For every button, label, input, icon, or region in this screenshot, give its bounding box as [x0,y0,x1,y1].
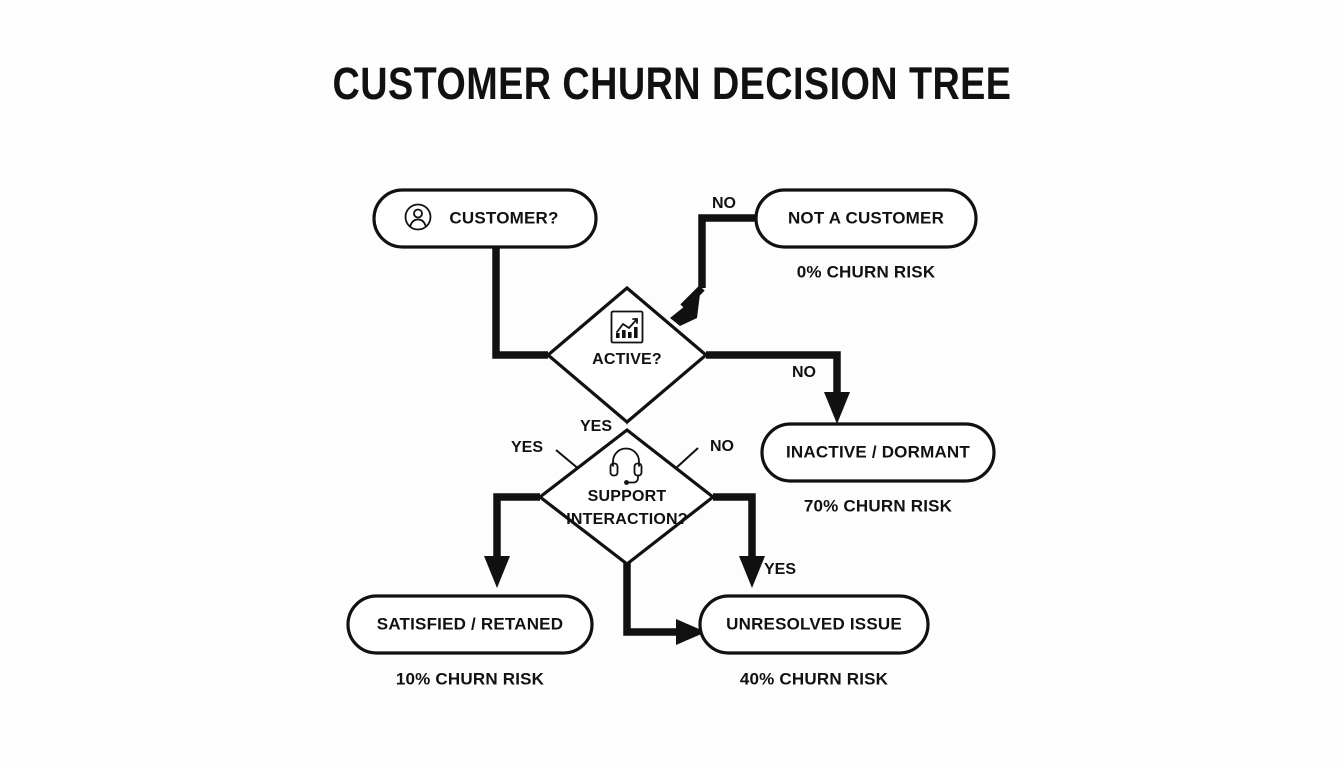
node-not-a-customer-shape [754,188,978,249]
edge-customer-to-active [492,246,548,359]
risk-label-unresolved-issue: 40% CHURN RISK [740,669,889,688]
arrowhead-notcustomer-to-active [670,294,700,326]
edge-label-support-no-right: NO [710,438,734,455]
node-unresolved-issue-label: UNRESOLVED ISSUE [726,614,902,633]
leader-line-support-yes [555,449,581,471]
risk-label-not-a-customer: 0% CHURN RISK [797,262,936,281]
node-active-label: ACTIVE? [592,351,662,368]
node-satisfied-retained-label: SATISFIED / RETANED [377,614,563,633]
edge-label-support-yes-bottom: YES [764,561,796,578]
edge-notcustomer-to-active [698,214,757,288]
edge-support-to-unresolved-right [713,493,756,566]
node-support-interaction-label-line2: INTERACTION? [566,511,688,528]
risk-label-satisfied-retained: 10% CHURN RISK [396,669,545,688]
node-customer[interactable]: CUSTOMER? [372,188,598,249]
node-unresolved-issue-shape [698,594,930,655]
node-active-shape [545,285,709,425]
edge-support-to-unresolved-bottom [623,552,686,636]
arrowhead-support-to-satisfied [484,556,510,588]
node-unresolved-issue[interactable]: UNRESOLVED ISSUE [698,594,930,655]
edge-label-active-yes: YES [580,418,612,435]
edge-label-customer-no: NO [712,195,736,212]
node-inactive-dormant-label: INACTIVE / DORMANT [786,442,970,461]
node-inactive-dormant-shape [760,422,996,483]
arrowhead-support-to-unresolved-bottom [676,619,706,645]
node-support-interaction-shape [537,427,716,567]
edge-notcustomer-to-active-diagonal [680,285,705,310]
node-customer-label: CUSTOMER? [449,208,558,227]
node-active[interactable]: ACTIVE? [545,285,709,425]
node-support-interaction[interactable]: SUPPORT INTERACTION? [537,427,716,567]
node-satisfied-retained[interactable]: SATISFIED / RETANED [346,594,594,655]
arrowhead-support-to-unresolved-right [739,556,765,588]
user-circle-icon [404,203,432,231]
node-inactive-dormant[interactable]: INACTIVE / DORMANT [760,422,996,483]
arrowhead-active-to-inactive [824,392,850,424]
node-customer-shape [372,188,598,249]
edge-active-to-inactive [706,351,841,404]
node-satisfied-retained-shape [346,594,594,655]
risk-label-inactive-dormant: 70% CHURN RISK [804,496,953,515]
edge-label-support-yes-left: YES [511,439,543,456]
node-support-interaction-label-line1: SUPPORT [588,488,667,505]
page-title: CUSTOMER CHURN DECISION TREE [332,58,1012,109]
edge-support-to-satisfied [493,493,540,566]
node-not-a-customer-label: NOT A CUSTOMER [788,208,944,227]
chart-analytics-icon [610,310,644,344]
leader-line-support-no [674,447,699,470]
node-not-a-customer[interactable]: NOT A CUSTOMER [754,188,978,249]
headset-icon [609,447,643,485]
edge-label-active-no: NO [792,364,816,381]
